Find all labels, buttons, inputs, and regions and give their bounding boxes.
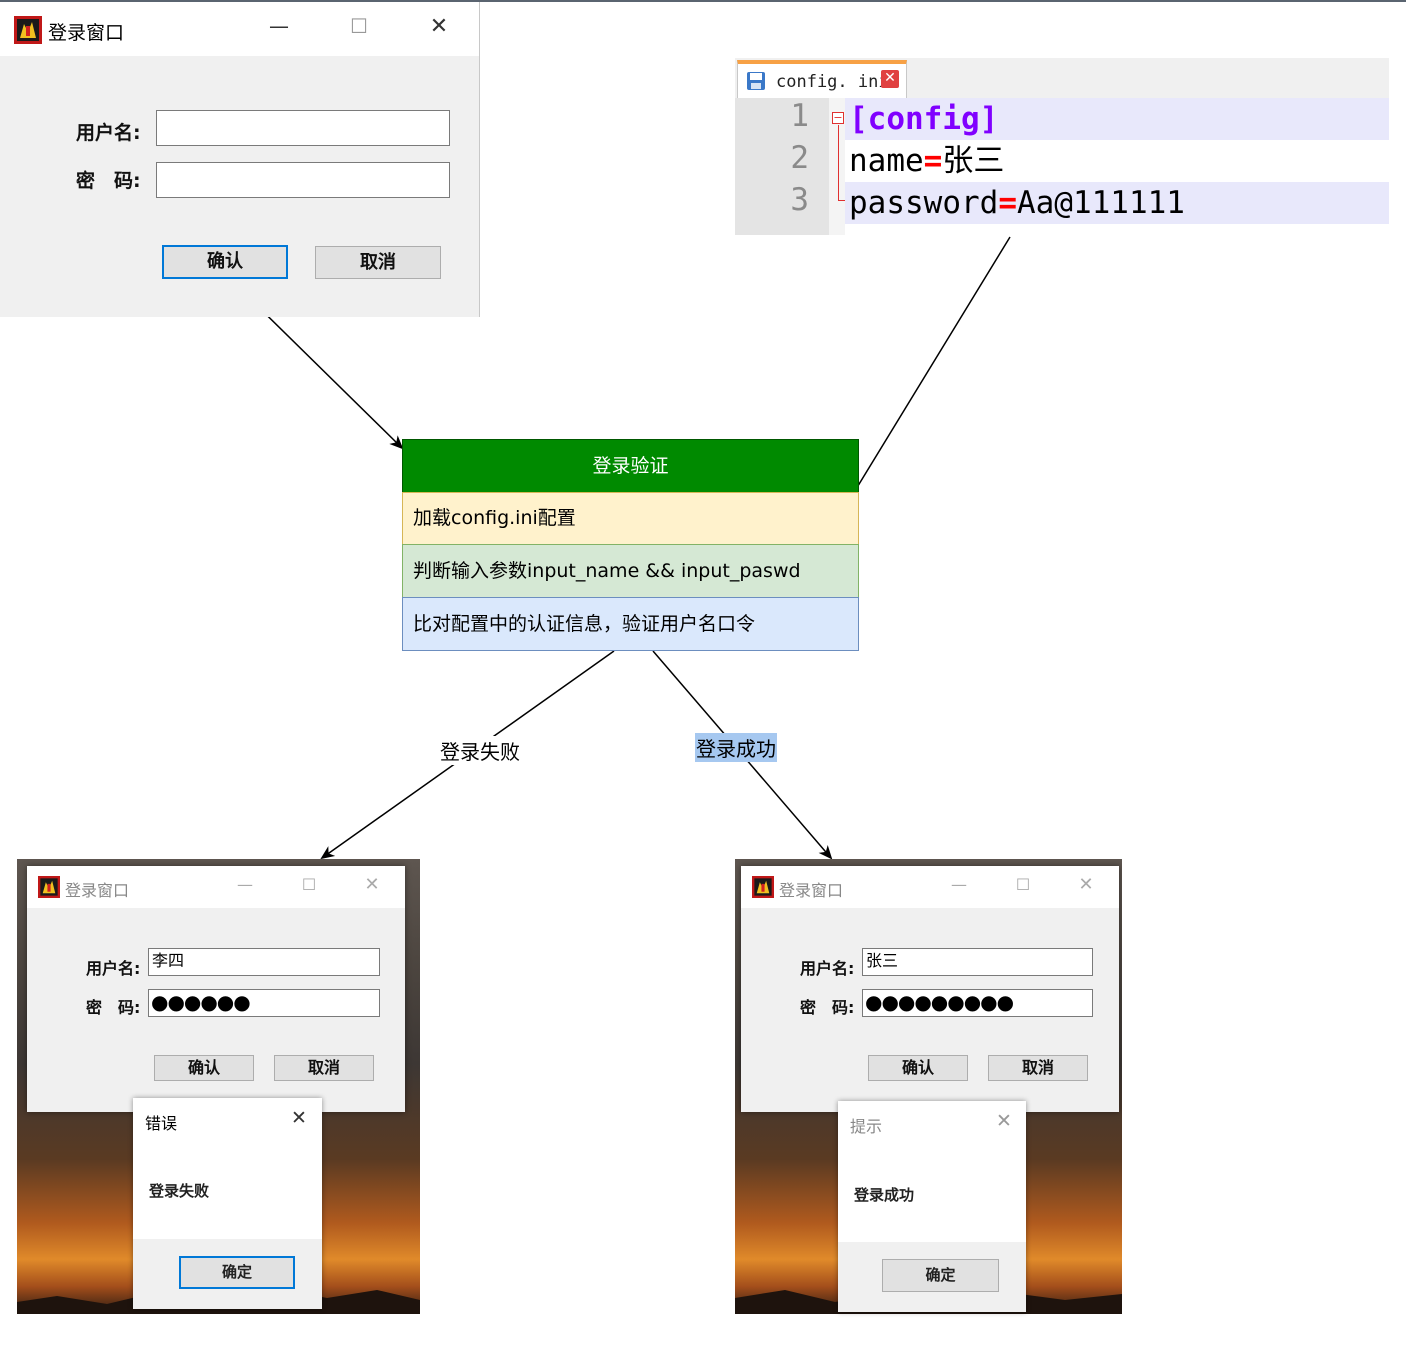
ini-section: [config] [849, 101, 999, 137]
dialog-title: 错误 [145, 1114, 178, 1133]
username-label: 用户名: [86, 959, 141, 978]
tab-close-icon[interactable]: ✕ [881, 70, 899, 88]
username-input[interactable]: 张三 [862, 948, 1093, 976]
flow-title: 登录验证 [402, 439, 859, 493]
password-label: 密 码: [76, 170, 141, 192]
line-number: 1 [790, 98, 809, 134]
password-input[interactable] [156, 162, 450, 198]
window-title: 登录窗口 [65, 881, 130, 900]
config-editor: config. ini ✕ 1 2 3 − [config] name=张三 p… [735, 58, 1389, 235]
close-button[interactable]: ✕ [1078, 874, 1094, 895]
login-verify-box: 登录验证 加载config.ini配置 判断输入参数input_name && … [402, 439, 859, 651]
fold-line [838, 125, 839, 201]
code-line: name=张三 [845, 140, 1389, 182]
cancel-button[interactable]: 取消 [315, 246, 441, 279]
close-button[interactable]: ✕ [429, 14, 449, 39]
ini-operator: = [923, 143, 943, 179]
line-number: 3 [790, 182, 809, 218]
dialog-close-button[interactable]: ✕ [291, 1107, 307, 1129]
maximize-button[interactable]: ☐ [1015, 875, 1031, 894]
dialog-title: 提示 [850, 1117, 883, 1136]
dialog-ok-button[interactable]: 确定 [179, 1256, 295, 1289]
line-number-gutter: 1 2 3 [735, 98, 829, 235]
ini-operator: = [998, 185, 1017, 221]
minimize-button[interactable]: — [237, 875, 253, 894]
code-line: password=Aa@111111 [845, 182, 1389, 224]
code-line: [config] [845, 98, 1389, 140]
fold-end [838, 200, 846, 201]
login-window: 登录窗口 — ☐ ✕ 用户名: 张三 密 码: ●●●●●●●●● 确认 取消 [741, 866, 1119, 1112]
title-bar: 登录窗口 — ☐ ✕ [741, 866, 1119, 908]
edge-label-success: 登录成功 [695, 733, 777, 762]
error-dialog: 错误 ✕ 登录失败 确定 [133, 1098, 322, 1309]
username-input[interactable]: 李四 [148, 948, 380, 976]
login-window: 登录窗口 — ☐ ✕ 用户名: 密 码: 确认 取消 [0, 2, 480, 317]
title-bar: 登录窗口 — ☐ ✕ [0, 2, 479, 56]
editor-tab-strip: config. ini ✕ [735, 58, 1389, 98]
fail-screenshot: 登录窗口 — ☐ ✕ 用户名: 李四 密 码: ●●●●●● 确认 取消 [17, 859, 420, 1314]
app-logo-icon [752, 876, 774, 898]
minimize-button[interactable]: — [269, 14, 289, 38]
tab-config-ini[interactable]: config. ini ✕ [737, 60, 907, 98]
info-dialog: 提示 ✕ 登录成功 确定 [838, 1101, 1026, 1312]
username-label: 用户名: [76, 122, 141, 144]
flow-step-load-config: 加载config.ini配置 [402, 492, 859, 545]
top-border-line [0, 0, 1406, 2]
window-title: 登录窗口 [779, 881, 844, 900]
line-number: 2 [790, 140, 809, 176]
cancel-button[interactable]: 取消 [274, 1055, 374, 1081]
ini-value: Aa@111111 [1016, 185, 1185, 221]
username-input[interactable] [156, 110, 450, 146]
flow-step-check-input: 判断输入参数input_name && input_paswd [402, 544, 859, 598]
maximize-button[interactable]: ☐ [350, 14, 368, 38]
password-label: 密 码: [800, 998, 855, 1017]
flow-step-compare-auth: 比对配置中的认证信息，验证用户名口令 [402, 597, 859, 651]
username-label: 用户名: [800, 959, 855, 978]
title-bar: 登录窗口 — ☐ ✕ [27, 866, 405, 908]
minimize-button[interactable]: — [951, 875, 967, 894]
ini-key: name [849, 143, 924, 179]
close-button[interactable]: ✕ [364, 874, 380, 895]
dialog-message: 登录成功 [854, 1186, 915, 1204]
password-label: 密 码: [86, 998, 141, 1017]
dialog-close-button[interactable]: ✕ [996, 1110, 1012, 1132]
app-logo-icon [38, 876, 60, 898]
edge-label-fail: 登录失败 [439, 736, 521, 765]
confirm-button[interactable]: 确认 [162, 245, 288, 279]
confirm-button[interactable]: 确认 [868, 1055, 968, 1081]
ini-value: 张三 [942, 143, 1005, 179]
password-input[interactable]: ●●●●●●●●● [862, 989, 1093, 1017]
floppy-disk-icon [747, 72, 765, 90]
dialog-message: 登录失败 [149, 1182, 210, 1200]
ini-key: password [849, 185, 999, 221]
app-logo-icon [14, 16, 42, 44]
login-window: 登录窗口 — ☐ ✕ 用户名: 李四 密 码: ●●●●●● 确认 取消 [27, 866, 405, 1112]
password-input[interactable]: ●●●●●● [148, 989, 380, 1017]
window-title: 登录窗口 [48, 22, 125, 44]
dialog-ok-button[interactable]: 确定 [882, 1259, 999, 1292]
confirm-button[interactable]: 确认 [154, 1055, 254, 1081]
tab-filename: config. ini [776, 72, 889, 92]
fold-toggle-icon[interactable]: − [832, 111, 844, 124]
cancel-button[interactable]: 取消 [988, 1055, 1088, 1081]
maximize-button[interactable]: ☐ [301, 875, 317, 894]
arrow-config-to-load [840, 236, 1011, 514]
